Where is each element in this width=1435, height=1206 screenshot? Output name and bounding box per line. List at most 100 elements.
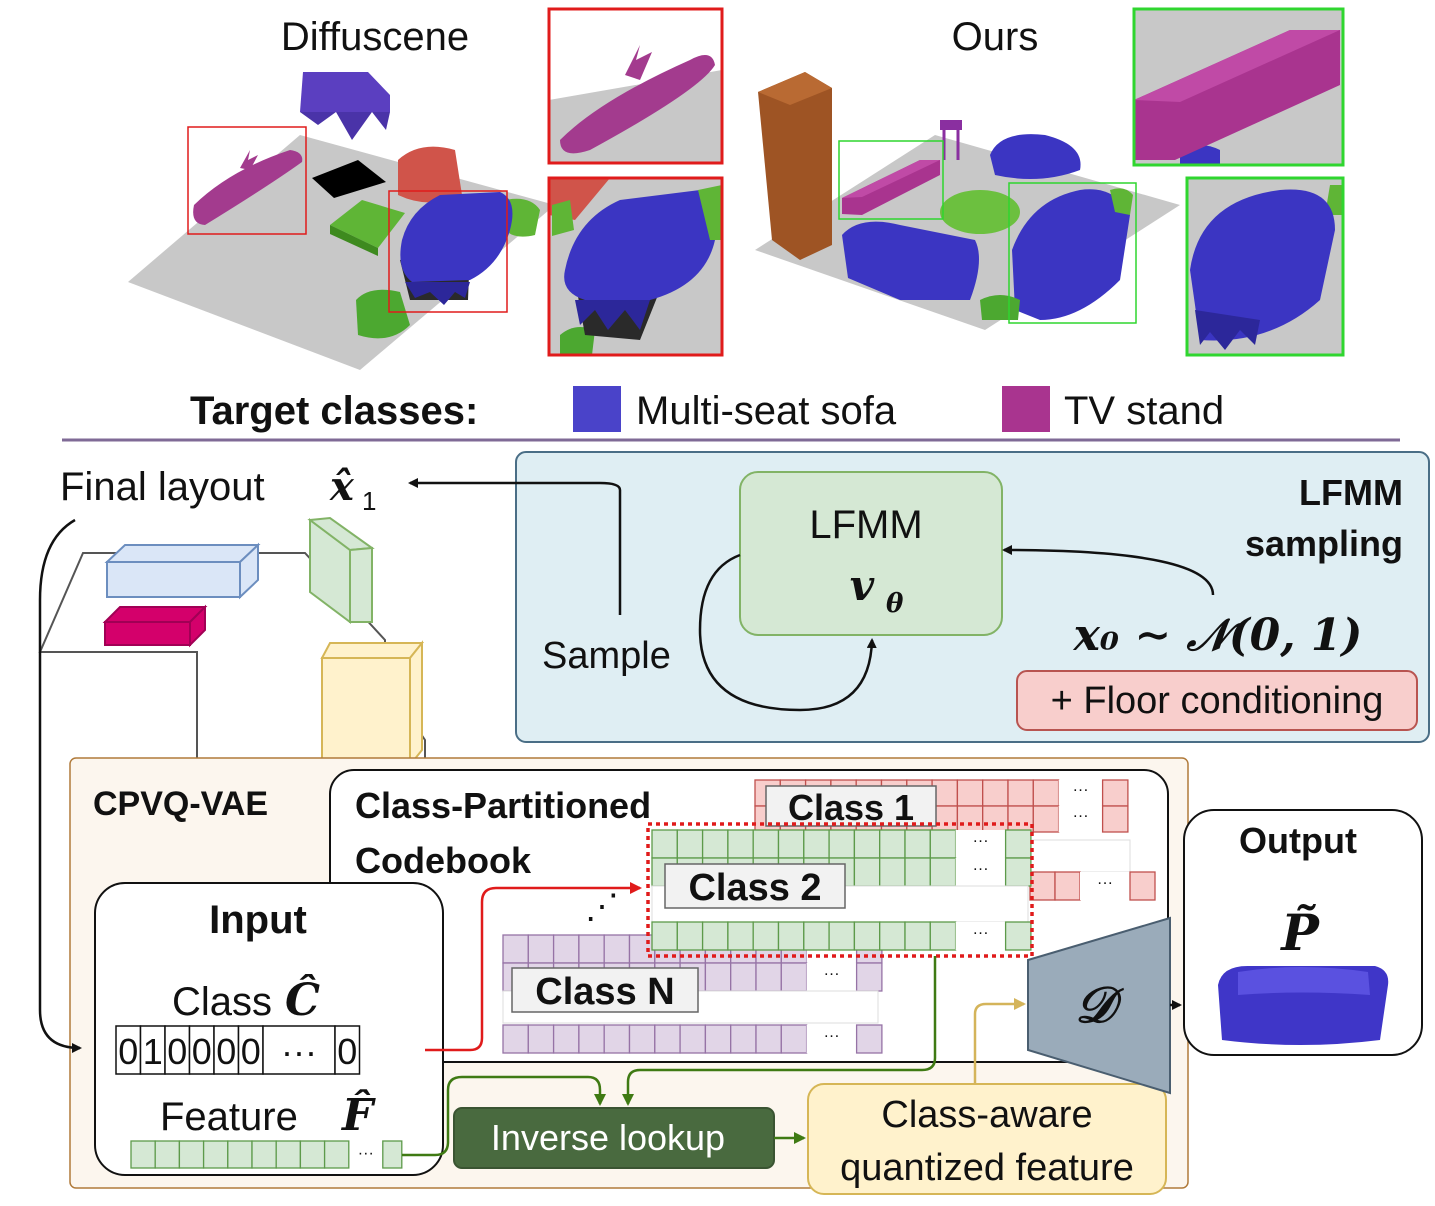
classN-row-cell bbox=[730, 962, 757, 992]
class1-row-cell bbox=[956, 779, 984, 807]
classN-row-cell bbox=[527, 934, 555, 964]
class1-row-cell bbox=[1129, 871, 1156, 901]
feature-cell bbox=[178, 1140, 205, 1169]
class2-row-cell bbox=[1004, 857, 1032, 887]
selected-class-highlight bbox=[646, 822, 1034, 958]
quantized-feature-line1: Class-aware bbox=[881, 1094, 1092, 1136]
class2-row-cell bbox=[879, 921, 906, 951]
onehot-cell bbox=[334, 1025, 361, 1075]
class2-row-cell bbox=[651, 829, 678, 859]
lfmm-model-title: LFMM bbox=[809, 503, 922, 547]
feature-cell bbox=[154, 1140, 181, 1169]
classN-row-cell bbox=[552, 1024, 580, 1054]
lfmm-model-symbol: v bbox=[850, 561, 875, 610]
classN-row-cell bbox=[603, 934, 631, 964]
class2-label: Class 2 bbox=[688, 867, 821, 909]
classN-row-cell bbox=[654, 1024, 681, 1054]
onehot-value: 0 bbox=[337, 1031, 357, 1072]
class2-row-cell bbox=[828, 921, 856, 951]
classN-row-cell bbox=[502, 1024, 529, 1054]
feature-ellipsis: ··· bbox=[358, 1145, 374, 1162]
class1-row-ellipsis: ··· bbox=[1073, 781, 1089, 798]
class2-row-cell bbox=[803, 829, 830, 859]
classN-row-cell bbox=[578, 934, 605, 964]
classN-row-cell bbox=[578, 1024, 605, 1054]
class1-row-cell bbox=[982, 805, 1009, 833]
onehot-cell bbox=[262, 1025, 336, 1075]
floor-plan bbox=[38, 516, 426, 774]
output-symbol: P̃ bbox=[1279, 903, 1320, 962]
class2-row-cell bbox=[904, 921, 931, 951]
class2-row-cell bbox=[777, 921, 805, 951]
classN-row-cell bbox=[552, 934, 580, 964]
class2-row-cell bbox=[904, 829, 931, 859]
class1-label: Class 1 bbox=[788, 787, 914, 828]
codebook-to-lookup-arrow bbox=[622, 956, 937, 1106]
codebook-vertical-ellipsis: ⋰ bbox=[585, 888, 619, 926]
feature-vector: ··· bbox=[130, 1140, 403, 1169]
layout-to-input-arrow bbox=[38, 518, 82, 1053]
output-sofa-render bbox=[1218, 965, 1389, 1045]
class2-label-box bbox=[664, 863, 846, 909]
feature-cell bbox=[275, 1140, 302, 1169]
class2-row-cell bbox=[929, 921, 957, 951]
onehot-cell bbox=[188, 1025, 215, 1075]
quantized-to-decoder-arrow bbox=[973, 998, 1026, 1084]
onehot-value: 0 bbox=[167, 1031, 187, 1072]
inverse-lookup-label: Inverse lookup bbox=[491, 1117, 725, 1158]
codebook-title-line2: Codebook bbox=[355, 840, 532, 881]
legend-item-sofa: Multi-seat sofa bbox=[636, 389, 897, 433]
class2-row-cell bbox=[929, 857, 957, 887]
onehot-cell bbox=[213, 1025, 240, 1075]
classN-row-cell bbox=[502, 934, 529, 964]
onehot-cell bbox=[139, 1025, 166, 1075]
ours-zoom-tvstand bbox=[1132, 7, 1345, 167]
class2-row-cell bbox=[853, 857, 881, 887]
ours-scene bbox=[755, 72, 1180, 330]
class1-label-box bbox=[765, 785, 937, 827]
onehot-value: 0 bbox=[216, 1031, 236, 1072]
classN-row-cell bbox=[855, 962, 883, 992]
feature-cell bbox=[323, 1140, 350, 1169]
floor-conditioning-box bbox=[1016, 670, 1418, 731]
class2-row-cell bbox=[879, 829, 906, 859]
classN-row-cell bbox=[679, 1024, 707, 1054]
feature-cell bbox=[130, 1140, 156, 1169]
classN-row-cell bbox=[628, 934, 656, 964]
lfmm-model-subscript: θ bbox=[886, 589, 904, 619]
class2-row-cell bbox=[752, 921, 780, 951]
classN-row-gap bbox=[806, 963, 857, 991]
final-layout-label: Final layout bbox=[60, 465, 265, 509]
class1-row-cell bbox=[956, 805, 984, 833]
lfmm-sampling-title-line2: sampling bbox=[1245, 523, 1403, 564]
input-title: Input bbox=[209, 898, 307, 942]
onehot-value: 1 bbox=[143, 1031, 163, 1072]
class2-row-cell bbox=[853, 829, 881, 859]
classN-label-box bbox=[511, 967, 699, 1013]
feature-cell bbox=[299, 1140, 326, 1169]
class2-row-cell bbox=[803, 921, 830, 951]
output-title: Output bbox=[1239, 820, 1357, 861]
class1-row-cell bbox=[1007, 805, 1034, 833]
class1-row-gap bbox=[1080, 872, 1130, 900]
classN-row-cell bbox=[704, 962, 732, 992]
feature-cell bbox=[382, 1140, 403, 1169]
classN-row-ellipsis: ··· bbox=[824, 1027, 840, 1044]
onehot-value: 0 bbox=[118, 1031, 138, 1072]
cpvq-vae-title: CPVQ-VAE bbox=[93, 785, 268, 823]
onehot-cell bbox=[164, 1025, 191, 1075]
class2-row-cell bbox=[777, 829, 805, 859]
class-select-arrow bbox=[425, 882, 642, 1052]
onehot-value: 0 bbox=[241, 1031, 261, 1072]
class2-row-cell bbox=[676, 921, 704, 951]
feature-label: Feature bbox=[160, 1095, 298, 1139]
class2-row-cell bbox=[701, 829, 729, 859]
sampling-loop-arrow bbox=[698, 553, 877, 712]
legend-swatch-sofa bbox=[573, 386, 621, 432]
class1-row-cell bbox=[1029, 871, 1056, 901]
class2-row-cell bbox=[853, 921, 881, 951]
onehot-value: ··· bbox=[281, 1031, 317, 1072]
class2-row-cell bbox=[1004, 829, 1032, 859]
class1-row-ellipsis: ··· bbox=[1073, 807, 1089, 824]
